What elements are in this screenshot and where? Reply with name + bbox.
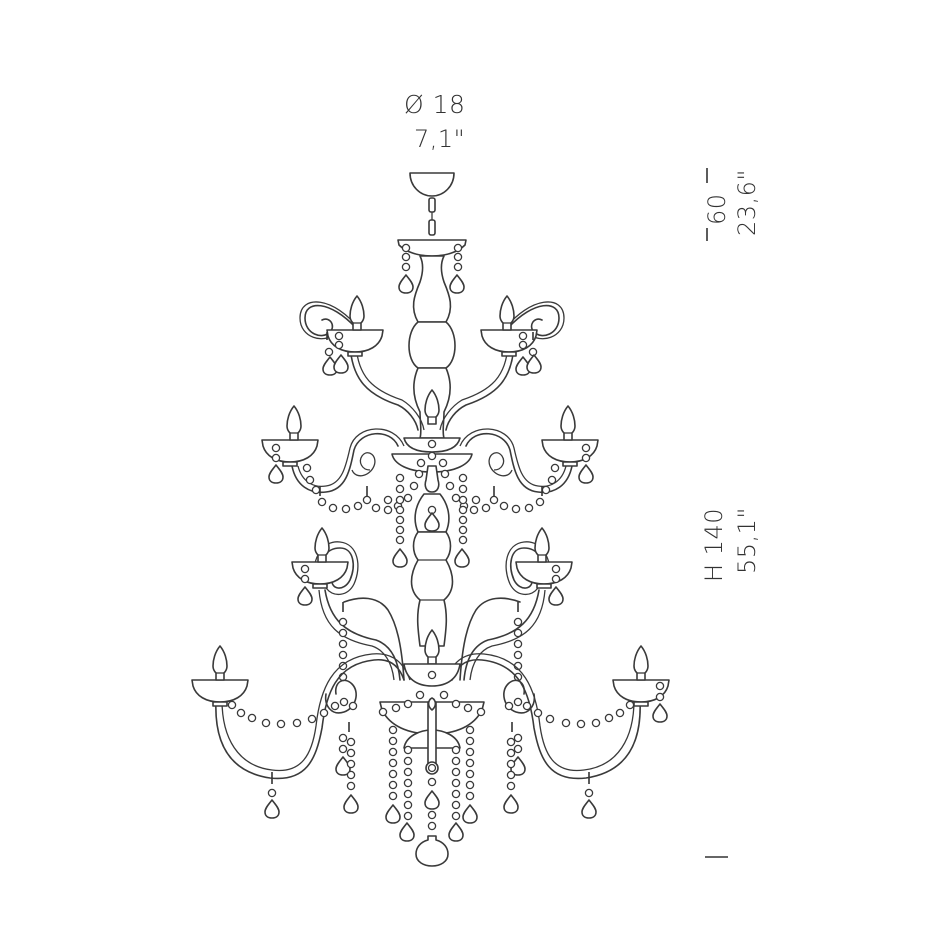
bottom-crystal-strands (385, 725, 478, 867)
diameter-inches-label: 7,1" (414, 125, 466, 153)
lower-outer-arm-right (445, 645, 670, 819)
upper-small-arm-right (439, 295, 565, 431)
lower-inner-arm-right (459, 527, 573, 682)
lower-central-bowl (378, 663, 486, 775)
lower-inner-arm-left (291, 527, 405, 682)
ceiling-canopy (409, 172, 455, 236)
upper-tier-arm-left (261, 405, 405, 515)
diameter-symbol: Ø (404, 90, 425, 119)
central-stem-middle (410, 493, 454, 665)
chain-dimension-ticks (705, 168, 728, 858)
upper-small-arm-left (299, 295, 425, 431)
central-stem-upper (408, 255, 456, 439)
upper-tier-arm-right (459, 405, 599, 515)
upper-central-bowl (391, 437, 473, 493)
diameter-label: Ø 18 (404, 90, 465, 119)
lower-outer-arm-left (191, 645, 411, 819)
diameter-cm: 18 (432, 90, 466, 119)
